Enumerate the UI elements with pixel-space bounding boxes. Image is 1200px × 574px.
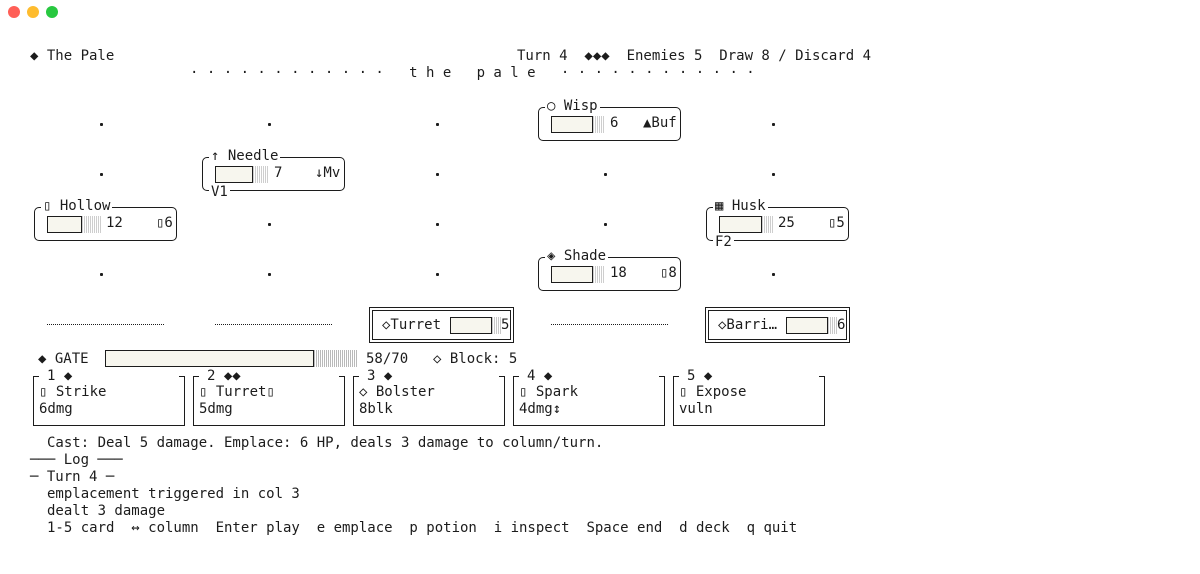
hand-card-4[interactable]: 4 ◆ ▯ Spark 4dmg↕ bbox=[513, 368, 665, 426]
card-effect: 4dmg↕ bbox=[519, 401, 562, 417]
hp-bar bbox=[551, 116, 605, 133]
enemy-husk[interactable]: ▦ Husk 25 ▯5 F2 bbox=[706, 198, 849, 251]
enemy-hp: 7 bbox=[274, 165, 283, 181]
enemy-name: ▦ Husk bbox=[713, 198, 768, 215]
enemy-hp: 12 bbox=[106, 215, 123, 231]
hp-bar bbox=[719, 216, 773, 233]
gate-block: ◇ Block: 5 bbox=[433, 351, 518, 367]
hp-bar bbox=[215, 166, 269, 183]
enemy-hp: 6 bbox=[610, 115, 619, 131]
enemy-intent: ▲Buf bbox=[643, 115, 677, 131]
enemy-intent: ▯8 bbox=[660, 265, 677, 281]
enemy-hollow[interactable]: ▯ Hollow 12 ▯6 bbox=[34, 198, 177, 241]
emplacement-label: ◇Barri… bbox=[718, 317, 778, 333]
enemy-name: ▯ Hollow bbox=[41, 198, 113, 215]
enemy-intent: ▯5 bbox=[828, 215, 845, 231]
hand-card-1[interactable]: 1 ◆ ▯ Strike 6dmg bbox=[33, 368, 185, 426]
emplacement-label: ◇Turret bbox=[382, 317, 442, 333]
enemy-needle[interactable]: ↑ Needle 7 ↓Mv V1 bbox=[202, 148, 345, 201]
log-turn: ─ Turn 4 ─ bbox=[30, 469, 115, 485]
turn-status: Turn 4 ◆◆◆ Enemies 5 Draw 8 / Discard 4 bbox=[517, 48, 872, 64]
card-cost: 1 ◆ bbox=[47, 368, 73, 385]
enemy-status: V1 bbox=[209, 184, 230, 201]
card-description: Cast: Deal 5 damage. Emplace: 6 HP, deal… bbox=[47, 435, 604, 451]
hand-card-5[interactable]: 5 ◆ ▯ Expose vuln bbox=[673, 368, 825, 426]
enemy-name: ○ Wisp bbox=[545, 98, 600, 115]
gate-label: ◆ GATE bbox=[38, 351, 89, 367]
card-effect: vuln bbox=[679, 401, 713, 417]
gate-hp: 58/70 bbox=[366, 351, 409, 367]
enemy-hp: 18 bbox=[610, 265, 627, 281]
card-cost: 4 ◆ bbox=[527, 368, 553, 385]
card-effect: 8blk bbox=[359, 401, 393, 417]
log-entry: emplacement triggered in col 3 bbox=[47, 486, 300, 502]
enemy-status: F2 bbox=[713, 234, 734, 251]
enemy-name: ↑ Needle bbox=[209, 148, 281, 165]
lane-col-4[interactable] bbox=[551, 324, 668, 325]
maximize-window-button[interactable] bbox=[46, 6, 58, 18]
lane-col-2[interactable] bbox=[215, 324, 332, 325]
log-entry: dealt 3 damage bbox=[47, 503, 166, 519]
game-title: ◆ The Pale bbox=[30, 48, 115, 64]
emplacement-hp-bar bbox=[450, 317, 502, 334]
log-header: ─── Log ─── bbox=[30, 452, 123, 468]
card-name: ▯ Turret▯ bbox=[199, 384, 275, 400]
card-effect: 5dmg bbox=[199, 401, 233, 417]
area-banner: · · · · · · · · · · · · t h e p a l e · … bbox=[190, 65, 755, 81]
enemy-name: ◈ Shade bbox=[545, 248, 609, 265]
emplacement-hp: 5 bbox=[501, 317, 510, 333]
enemy-intent: ↓Mv bbox=[315, 165, 341, 181]
card-effect: 6dmg bbox=[39, 401, 73, 417]
card-name: ▯ Strike bbox=[39, 384, 107, 400]
hp-bar bbox=[47, 216, 101, 233]
hp-bar bbox=[551, 266, 605, 283]
card-cost: 3 ◆ bbox=[367, 368, 393, 385]
enemy-shade[interactable]: ◈ Shade 18 ▯8 bbox=[538, 248, 681, 291]
card-cost: 2 ◆◆ bbox=[207, 368, 241, 385]
card-cost: 5 ◆ bbox=[687, 368, 713, 385]
emplacement-barrier[interactable]: ◇Barri… 6 bbox=[705, 307, 850, 343]
minimize-window-button[interactable] bbox=[27, 6, 39, 18]
card-name: ▯ Spark bbox=[519, 384, 579, 400]
card-name: ▯ Expose bbox=[679, 384, 747, 400]
hand-card-2[interactable]: 2 ◆◆ ▯ Turret▯ 5dmg bbox=[193, 368, 345, 426]
enemy-wisp[interactable]: ○ Wisp 6 ▲Buf bbox=[538, 98, 681, 141]
hand-card-3[interactable]: 3 ◆ ◇ Bolster 8blk bbox=[353, 368, 505, 426]
lane-col-1[interactable] bbox=[47, 324, 164, 325]
enemy-intent: ▯6 bbox=[156, 215, 173, 231]
emplacement-turret[interactable]: ◇Turret 5 bbox=[369, 307, 514, 343]
emplacement-hp-bar bbox=[786, 317, 838, 334]
enemy-hp: 25 bbox=[778, 215, 795, 231]
emplacement-hp: 6 bbox=[837, 317, 846, 333]
card-name: ◇ Bolster bbox=[359, 384, 435, 400]
keybind-help: 1-5 card ↔ column Enter play e emplace p… bbox=[47, 520, 798, 536]
gate-hp-bar bbox=[105, 350, 357, 367]
close-window-button[interactable] bbox=[8, 6, 20, 18]
